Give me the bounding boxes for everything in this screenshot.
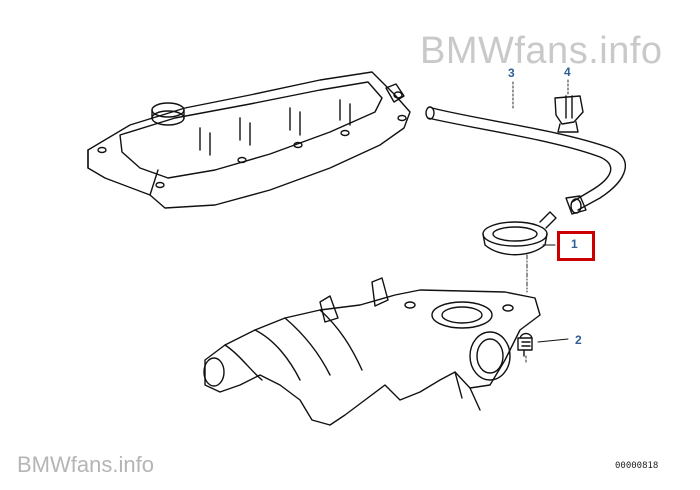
leader-lines (512, 79, 569, 363)
gasket-ring (482, 211, 557, 256)
breather-hose (425, 106, 627, 215)
callout-part-3[interactable]: 3 (508, 66, 515, 80)
highlight-box-part-1 (557, 231, 595, 261)
valve-cover (87, 71, 411, 209)
watermark-top: BMWfans.info (420, 30, 663, 72)
hose-clamp (554, 95, 584, 133)
diagram-code: 00000818 (615, 461, 659, 471)
watermark-bottom: BMWfans.info (17, 452, 154, 477)
callout-part-1[interactable]: 1 (571, 237, 578, 251)
callout-part-4[interactable]: 4 (564, 65, 571, 79)
callout-part-2[interactable]: 2 (575, 333, 582, 347)
intake-manifold (203, 277, 541, 426)
bolt (517, 332, 533, 357)
